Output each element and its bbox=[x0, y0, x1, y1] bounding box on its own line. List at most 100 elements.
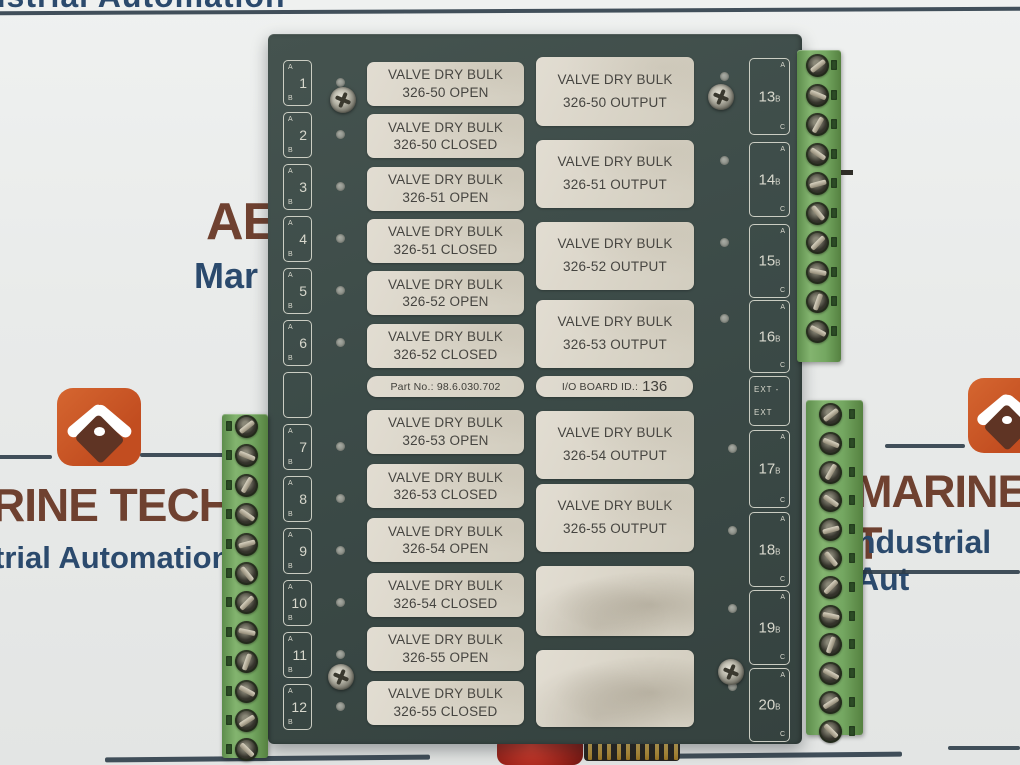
screw-slot bbox=[240, 476, 253, 494]
watermark-sub-left-partial: Mar bbox=[194, 255, 259, 296]
gold-pin bbox=[616, 743, 621, 760]
terminal-letter-a: A bbox=[780, 672, 785, 679]
terminal-screw bbox=[819, 403, 842, 426]
terminal-box-blank bbox=[283, 372, 312, 418]
terminal-number: 16 bbox=[758, 328, 776, 345]
terminal-letter-b: B bbox=[288, 147, 293, 154]
led-indicator bbox=[336, 702, 345, 711]
terminal-letter-a: A bbox=[780, 304, 785, 311]
terminal-letter-b: B bbox=[288, 719, 293, 726]
terminal-letter-c: C bbox=[779, 362, 785, 369]
terminal-letter-a: A bbox=[780, 594, 785, 601]
led-indicator bbox=[336, 442, 345, 451]
label-line2: 326-55 OUTPUT bbox=[563, 521, 667, 536]
mounting-screw bbox=[718, 659, 744, 685]
terminal-letter-a: A bbox=[288, 168, 293, 175]
label-line1: VALVE DRY BULK bbox=[387, 172, 504, 188]
label-line2: 326-52 OPEN bbox=[402, 294, 489, 310]
terminal-number: 9 bbox=[299, 543, 307, 559]
terminal-screw bbox=[806, 201, 829, 225]
terminal-letter-a: A bbox=[288, 636, 293, 643]
wire-slot bbox=[849, 409, 855, 419]
terminal-letter-b: B bbox=[288, 615, 293, 622]
label-line1: VALVE DRY BULK bbox=[387, 119, 504, 135]
logo-dot bbox=[1002, 415, 1013, 424]
led-indicator bbox=[728, 444, 737, 453]
part-no-label: Part No.: 98.6.030.702 bbox=[367, 376, 524, 397]
terminal-letter-a: A bbox=[288, 688, 293, 695]
terminal-number: 13 bbox=[758, 88, 776, 105]
terminal-number: 12 bbox=[291, 699, 307, 715]
label-line1: VALVE DRY BULK bbox=[387, 686, 504, 702]
led-indicator bbox=[336, 546, 345, 555]
watermark-sub-right: ndustrial Aut bbox=[856, 524, 992, 597]
terminal-screw bbox=[235, 415, 258, 438]
terminal-number-wrap: 17B bbox=[750, 461, 789, 478]
terminal-screw bbox=[819, 662, 842, 686]
terminal-screw bbox=[235, 503, 258, 527]
wire-slot bbox=[226, 597, 232, 608]
label-line1: VALVE DRY BULK bbox=[557, 314, 673, 330]
terminal-letter-a: A bbox=[780, 516, 785, 523]
terminal-letter-b: B bbox=[775, 702, 781, 712]
label-line1: VALVE DRY BULK bbox=[557, 154, 673, 170]
screw-slot bbox=[821, 611, 840, 621]
screw-slot bbox=[821, 695, 840, 710]
terminal-letter-c: C bbox=[779, 124, 785, 131]
screw-slot bbox=[823, 550, 838, 567]
terminal-letter-b: B bbox=[775, 547, 781, 556]
gold-pin bbox=[607, 743, 611, 760]
label-line1: VALVE DRY BULK bbox=[387, 632, 504, 648]
label-line1: VALVE DRY BULK bbox=[387, 67, 504, 83]
screw-slot bbox=[241, 652, 252, 671]
terminal-screw bbox=[806, 54, 829, 77]
ext-terminal-bottom: EXT bbox=[754, 408, 773, 417]
screw-slot bbox=[238, 742, 255, 758]
led-indicator bbox=[336, 130, 345, 139]
brand-logo-bottom-left bbox=[57, 388, 141, 466]
screw-slot bbox=[810, 204, 825, 222]
terminal-letter-b: B bbox=[775, 466, 781, 476]
blank-label-right-8 bbox=[536, 650, 694, 727]
screw-slot bbox=[821, 437, 840, 449]
terminal-screw bbox=[235, 679, 258, 703]
screw-slot bbox=[809, 234, 826, 251]
terminal-screw bbox=[806, 231, 829, 254]
label-line2: 326-55 OPEN bbox=[402, 649, 489, 665]
screw-slot bbox=[825, 636, 836, 654]
terminal-letter-b: B bbox=[775, 94, 781, 103]
screw-slot bbox=[238, 507, 255, 522]
watermark-brand-bottom-left: RINE TECH bbox=[0, 479, 232, 531]
terminal-screw bbox=[235, 650, 258, 674]
terminal-screw bbox=[806, 113, 829, 136]
label-line2: 326-55 CLOSED bbox=[393, 704, 498, 719]
label-line1: VALVE DRY BULK bbox=[387, 276, 504, 292]
led-indicator bbox=[336, 650, 345, 659]
screw-slot bbox=[237, 539, 256, 549]
label-line1: VALVE DRY BULK bbox=[387, 523, 504, 539]
terminal-letter-b: B bbox=[775, 334, 781, 343]
terminal-screw bbox=[235, 738, 258, 762]
wire-slot bbox=[226, 626, 232, 637]
terminal-screw bbox=[235, 562, 258, 585]
wire-slot bbox=[849, 437, 855, 448]
terminal-number: 7 bbox=[299, 439, 307, 455]
wire-slot bbox=[831, 296, 837, 306]
watermark-line-right-upper bbox=[885, 444, 965, 448]
terminal-letter-a: A bbox=[780, 146, 785, 153]
gold-pin bbox=[626, 743, 630, 760]
terminal-letter-b: B bbox=[775, 625, 781, 634]
mounting-screw bbox=[328, 664, 354, 690]
wire-slot bbox=[226, 450, 232, 461]
wire-slot bbox=[831, 237, 837, 247]
